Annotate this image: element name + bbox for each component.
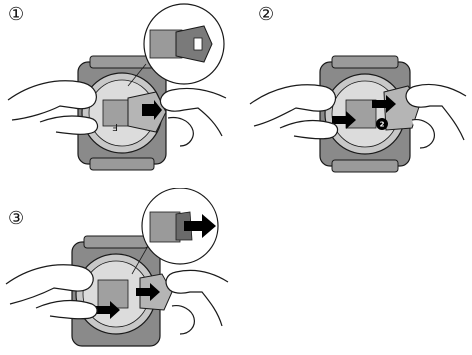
svg-text:F: F bbox=[112, 121, 118, 132]
step-2-illustration: 1 2 bbox=[236, 0, 472, 180]
right-hand bbox=[160, 88, 226, 146]
left-hand bbox=[8, 81, 97, 135]
right-hand bbox=[166, 270, 228, 334]
badge-2-label: 2 bbox=[380, 121, 385, 129]
badge-2: 2 bbox=[376, 118, 388, 130]
step-1-illustration: F bbox=[0, 0, 236, 180]
step-3-illustration bbox=[0, 188, 236, 355]
